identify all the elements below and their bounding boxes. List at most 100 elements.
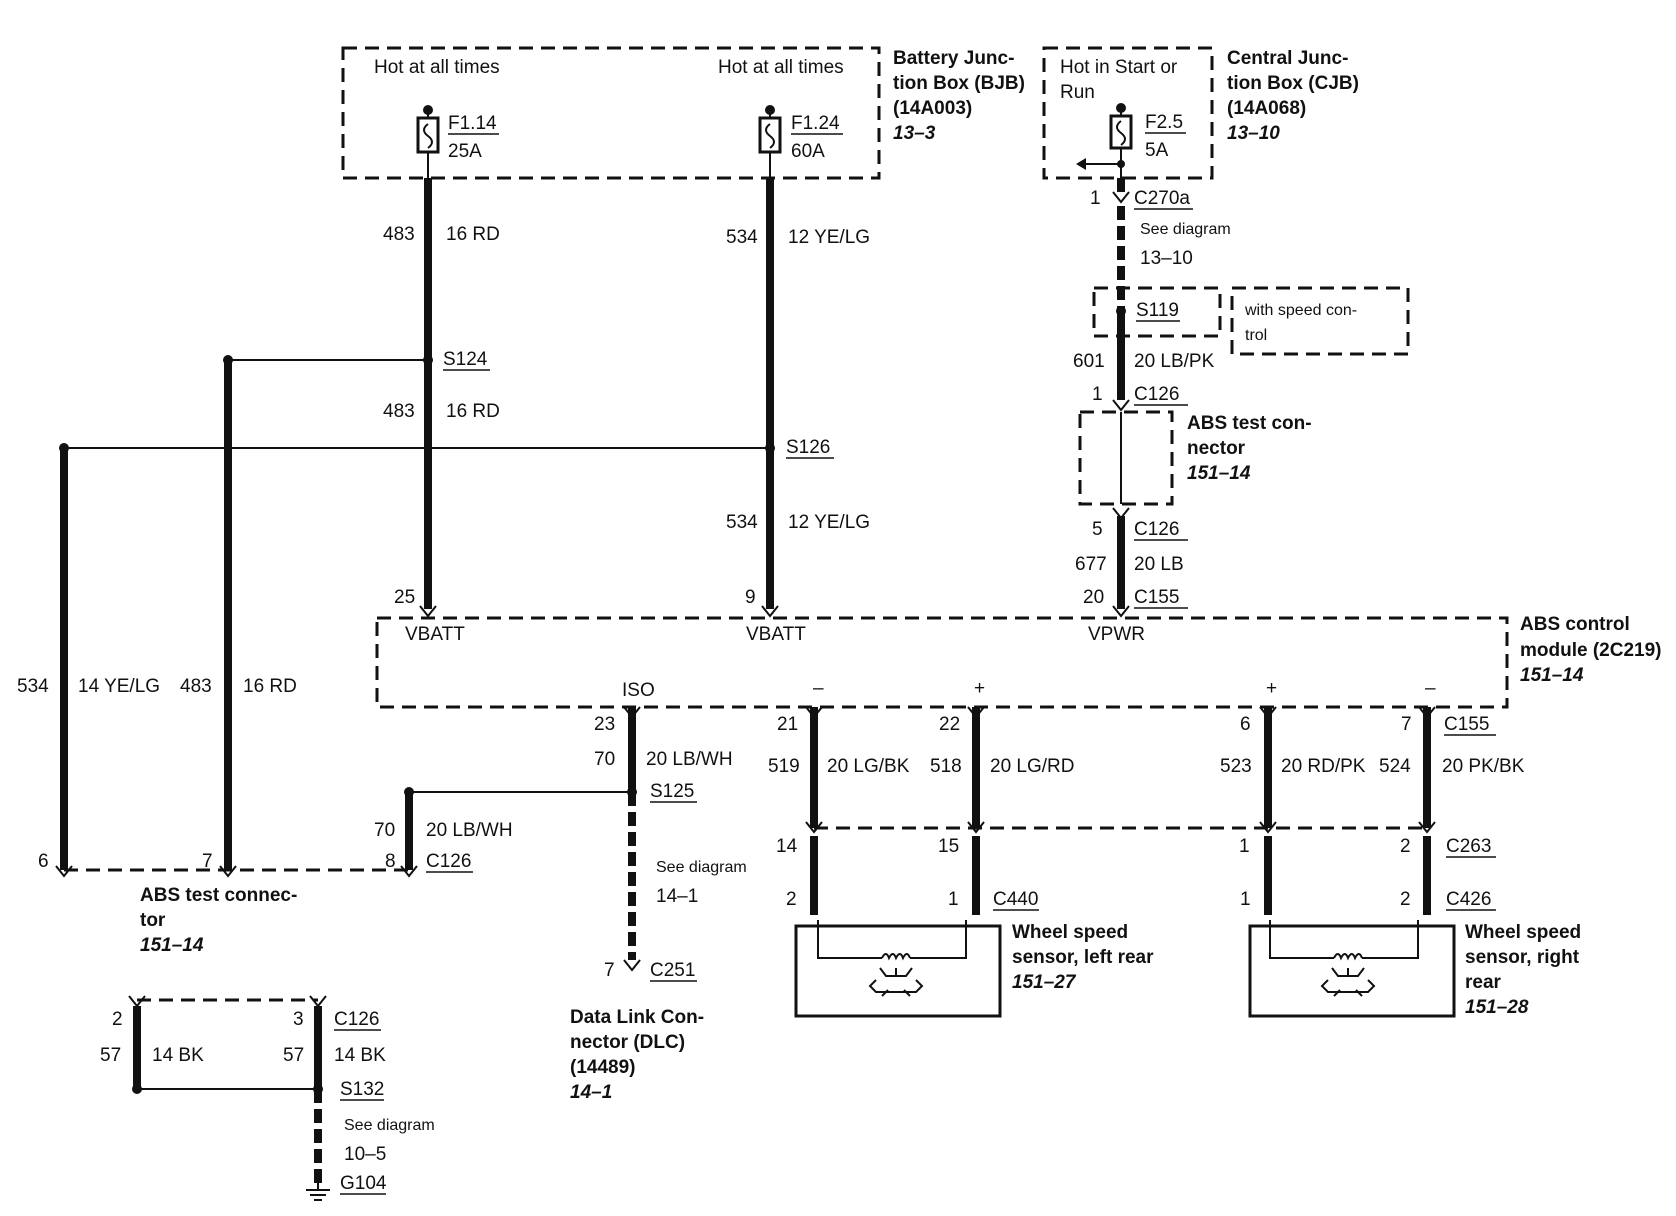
wire-601-circuit: 601 (1073, 351, 1105, 372)
s119-id: S119 (1136, 300, 1179, 321)
bjb-ref: 13–3 (893, 123, 936, 144)
ground-symbol-icon (306, 1180, 330, 1201)
c251-pin: 7 (604, 960, 615, 981)
abs-control-module: VBATT VBATT VPWR ISO – + + – ABS control… (375, 614, 1661, 709)
wire-483-top-spec: 16 RD (446, 224, 500, 245)
c251-id: C251 (650, 960, 695, 981)
dlc-see-line1: See diagram (656, 859, 747, 876)
c426-pin-1: 1 (1240, 889, 1251, 910)
c263-pin-14: 14 (776, 836, 798, 857)
wire-70-iso: 23 70 20 LB/WH S125 See diagram 14–1 7 C… (409, 706, 747, 982)
wire-534-mid-spec: 12 YE/LG (788, 512, 870, 533)
abs-test-top-line1: ABS test con- (1187, 413, 1312, 434)
battery-junction-box: Hot at all times Hot at all times F1.14 … (341, 46, 1025, 180)
right-sensor-ref: 151–28 (1465, 997, 1529, 1018)
c440-id: C440 (993, 889, 1038, 910)
wire-483-top-circuit: 483 (383, 224, 415, 245)
wire-57-left-circuit: 57 (100, 1045, 121, 1066)
dlc-title-line3: (14489) (570, 1057, 636, 1078)
left-sensor-tone-ring-icon (868, 967, 924, 997)
wire-70-test-connector: 70 20 LB/WH (374, 787, 513, 870)
plus-pin-label-2: + (1266, 678, 1277, 699)
fuse-f2-5-rating: 5A (1145, 140, 1169, 161)
wire-70-iso-spec: 20 LB/WH (646, 749, 733, 770)
cjb-hot-label-line1: Hot in Start or (1060, 57, 1178, 78)
dlc-see-line2: 14–1 (656, 886, 698, 907)
wire-523-spec: 20 RD/PK (1281, 756, 1366, 777)
fuse-f1-24: F1.24 60A (758, 105, 843, 178)
s124-id: S124 (443, 349, 488, 370)
cjb-title-line1: Central Junc- (1227, 48, 1348, 69)
ground-see-line1: See diagram (344, 1117, 435, 1134)
pin-25-label: 25 (394, 587, 415, 608)
wire-483-left-spec: 16 RD (243, 676, 297, 697)
g104-id: G104 (340, 1173, 387, 1194)
right-sensor-title-line3: rear (1465, 972, 1502, 993)
wire-483-left: 483 16 RD (180, 360, 297, 870)
central-junction-box: Hot in Start or Run F2.5 5A Central Junc… (1042, 46, 1359, 180)
right-sensor-title-line2: sensor, right (1465, 947, 1580, 968)
cjb-hot-label-line2: Run (1060, 82, 1095, 103)
c270a-id: C270a (1134, 188, 1190, 209)
right-sensor-coil-icon (1333, 953, 1363, 961)
fuse-f1-14: F1.14 25A (416, 105, 499, 178)
wire-534-left-circuit: 534 (17, 676, 49, 697)
dlc-title-line2: nector (DLC) (570, 1032, 685, 1053)
minus-pin-label-1: – (813, 678, 824, 699)
bjb-title-line1: Battery Junc- (893, 48, 1014, 69)
dlc-title-line1: Data Link Con- (570, 1007, 704, 1028)
wire-519-spec: 20 LG/BK (827, 756, 910, 777)
abs-test-top-line2: nector (1187, 438, 1246, 459)
wire-70-tc-spec: 20 LB/WH (426, 820, 513, 841)
c263-pin-1: 1 (1239, 836, 1250, 857)
wire-518-spec: 20 LG/RD (990, 756, 1074, 777)
fuse-f1-24-rating: 60A (791, 141, 825, 162)
dlc-ref: 14–1 (570, 1082, 612, 1103)
cjb-title-line2: tion Box (CJB) (1227, 73, 1359, 94)
abs-test-left-ref: 151–14 (140, 935, 204, 956)
c155-top-id: C155 (1134, 587, 1179, 608)
speed-control-note-line2: trol (1245, 327, 1267, 344)
ground-see-line2: 10–5 (344, 1144, 386, 1165)
wire-70-tc-circuit: 70 (374, 820, 395, 841)
right-sensor-title-line1: Wheel speed (1465, 922, 1581, 943)
c155-top-pin: 20 (1083, 587, 1104, 608)
splice-s124: S124 (223, 349, 490, 371)
wire-534-mid-circuit: 534 (726, 512, 758, 533)
wire-677-spec: 20 LB (1134, 554, 1184, 575)
speed-control-note-line1: with speed con- (1244, 302, 1357, 319)
left-sensor-body (794, 924, 1002, 1018)
right-sensor-body (1248, 924, 1456, 1018)
fuse-f1-24-id: F1.24 (791, 113, 840, 134)
abs-module-dashed-outline (375, 616, 1509, 709)
wire-601-spec: 20 LB/PK (1134, 351, 1215, 372)
c126-tc-pin7: 7 (202, 851, 213, 872)
speed-control-note-box (1230, 286, 1410, 356)
c426-id: C426 (1446, 889, 1491, 910)
data-link-connector: Data Link Con- nector (DLC) (14489) 14–1 (570, 1007, 704, 1103)
left-sensor-ref: 151–27 (1012, 972, 1077, 993)
wheel-speed-sensor-left: Wheel speed sensor, left rear 151–27 (794, 920, 1154, 1018)
wire-524-circuit: 524 (1379, 756, 1411, 777)
wire-677-circuit: 677 (1075, 554, 1107, 575)
c126-top-id: C126 (1134, 384, 1179, 405)
wire-524-spec: 20 PK/BK (1442, 756, 1525, 777)
s125-id: S125 (650, 781, 694, 802)
c155-pin-22: 22 (939, 714, 960, 735)
c263-pin-2: 2 (1400, 836, 1411, 857)
wire-483-left-circuit: 483 (180, 676, 212, 697)
c263-pin-15: 15 (938, 836, 959, 857)
c126-bot-id: C126 (1134, 519, 1179, 540)
wire-518-circuit: 518 (930, 756, 962, 777)
wire-57-right-spec: 14 BK (334, 1045, 386, 1066)
wire-57-right-circuit: 57 (283, 1045, 304, 1066)
c426-pin-2: 2 (1400, 889, 1411, 910)
c126-tc-pin8: 8 (385, 851, 396, 872)
fuse-f1-14-id: F1.14 (448, 113, 497, 134)
bjb-hot-label-left: Hot at all times (374, 57, 500, 78)
wire-483-mid-spec: 16 RD (446, 401, 500, 422)
abs-test-top-ref: 151–14 (1187, 463, 1251, 484)
wire-534-top-circuit: 534 (726, 227, 758, 248)
wire-523-circuit: 523 (1220, 756, 1252, 777)
abs-test-left-line2: tor (140, 910, 166, 931)
